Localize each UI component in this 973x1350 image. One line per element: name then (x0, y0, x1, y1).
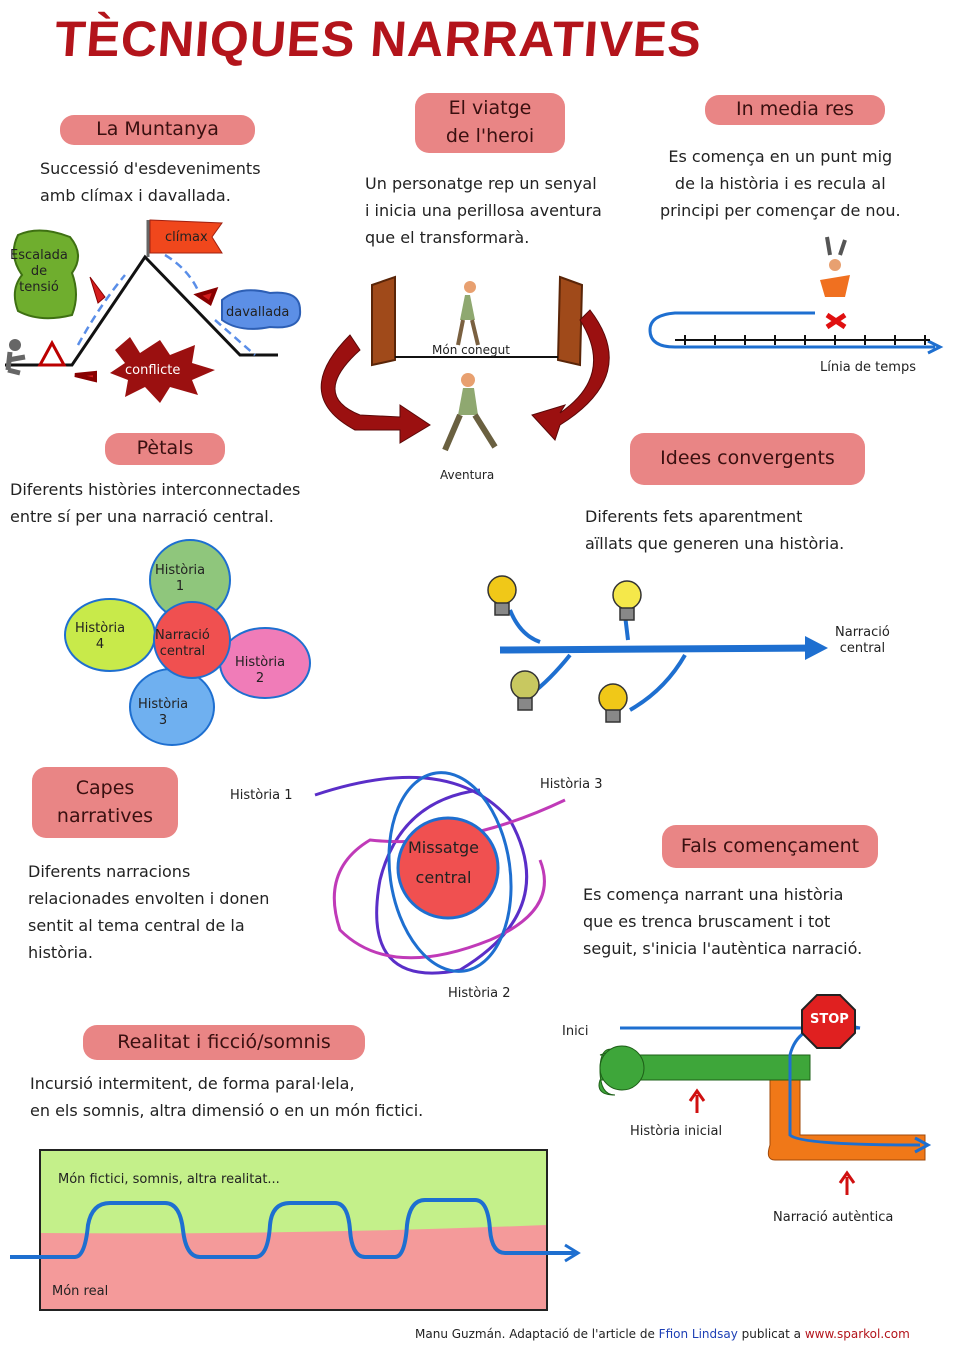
label-aventura: Aventura (440, 468, 495, 482)
label-historia-3: Història 3 (138, 697, 189, 728)
footer-credit: Manu Guzmán. Adaptació de l'article de F… (415, 1327, 910, 1341)
footer-middle: publicat a (737, 1327, 805, 1341)
label-mon-fictici: Món fictici, somnis, altra realitat... (58, 1172, 280, 1187)
label-historia-inicial: Història inicial (630, 1124, 723, 1139)
timeline-diagram (648, 236, 944, 355)
label-historia-1: Història 1 (155, 563, 206, 594)
heading-media: In media res (705, 95, 885, 125)
description-media: Es comença en un punt mig de la història… (660, 147, 901, 220)
label-stop: STOP (810, 1012, 849, 1027)
description-capes: Diferents narracions relacionades envolt… (28, 862, 270, 962)
label-climax: clímax (165, 230, 208, 245)
heading-idees: Idees convergents (630, 433, 865, 485)
label-escalada: Escalada de tensió (10, 248, 68, 295)
description-idees: Diferents fets aparentment aïllats que g… (585, 507, 845, 553)
label-missatge-central: Missatge central (408, 838, 479, 887)
footer-site-link[interactable]: www.sparkol.com (804, 1327, 910, 1341)
heading-fals: Fals començament (662, 825, 878, 868)
label-linia-temps: Línia de temps (820, 360, 916, 375)
label-historia-2: Història 2 (235, 655, 286, 686)
label-inici: Inici (562, 1024, 589, 1039)
label-capes-historia-2: Història 2 (448, 986, 511, 1001)
false-start-diagram (598, 994, 932, 1195)
label-davallada: davallada (226, 305, 290, 320)
label-narracio-central: Narració central (155, 628, 210, 659)
label-capes-historia-1: Història 1 (230, 788, 293, 803)
description-fals: Es comença narrant una història que es t… (583, 885, 863, 958)
footer-prefix: Manu Guzmán. Adaptació de l'article de (415, 1327, 659, 1341)
label-narracio-central-idees: Narració central (835, 625, 890, 656)
label-mon-conegut: Món conegut (432, 343, 510, 357)
heading-capes: Capes narratives (32, 767, 178, 838)
heading-petals: Pètals (105, 433, 225, 465)
label-mon-real: Món real (52, 1284, 109, 1299)
hero-journey-diagram (320, 275, 610, 452)
label-capes-historia-3: Història 3 (540, 777, 603, 792)
converging-ideas-diagram (487, 575, 828, 723)
description-petals: Diferents històries interconnectades ent… (10, 480, 301, 526)
layers-diagram (314, 771, 566, 975)
petals-diagram (64, 539, 311, 746)
description-muntanya: Successió d'esdeveniments amb clímax i d… (40, 159, 261, 205)
label-narracio-autentica: Narració autèntica (773, 1210, 894, 1225)
footer-author-link[interactable]: Ffion Lindsay (658, 1327, 738, 1341)
reality-fiction-diagram (10, 1149, 581, 1311)
label-historia-4: Història 4 (75, 621, 126, 652)
description-viatge: Un personatge rep un senyal i inicia una… (365, 174, 602, 247)
heading-viatge: El viatge de l'heroi (415, 93, 565, 153)
label-conflicte: conflicte (125, 363, 181, 378)
mountain-diagram (5, 219, 302, 403)
heading-muntanya: La Muntanya (60, 115, 255, 145)
page-title: TÈCNIQUES NARRATIVES (53, 11, 704, 67)
description-realitat: Incursió intermitent, de forma paral·lel… (30, 1074, 424, 1120)
heading-realitat: Realitat i ficció/somnis (83, 1025, 365, 1060)
